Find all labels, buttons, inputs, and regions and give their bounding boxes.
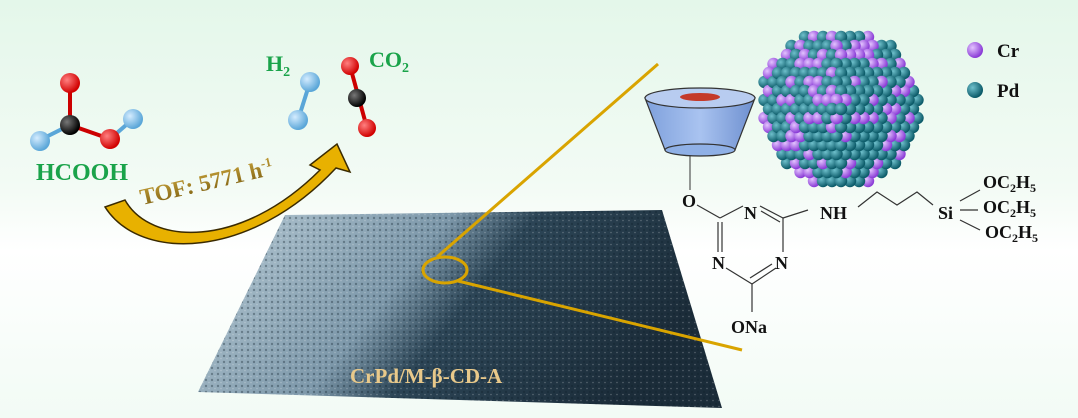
legend: Cr Pd — [967, 41, 1020, 102]
h2-molecule — [288, 72, 320, 130]
atom — [834, 102, 848, 116]
cyclodextrin-icon — [644, 87, 756, 190]
linker-structure: O N N N ONa NH Si OC2H5 OC2H5 OC2H5 — [682, 172, 1038, 337]
crpd-nanoparticle — [758, 30, 924, 188]
atom-ona: ONa — [731, 317, 767, 337]
legend-cr-marker — [967, 42, 983, 58]
atom-n: N — [775, 253, 788, 273]
h2-label: H2 — [266, 51, 290, 80]
legend-pd-label: Pd — [997, 81, 1020, 102]
atom-nh: NH — [820, 203, 847, 223]
atom-n: N — [744, 203, 757, 223]
legend-pd-marker — [967, 82, 983, 98]
tof-label: TOF: 5771 h-1 — [137, 154, 275, 210]
atom-si: Si — [938, 203, 953, 223]
hcooh-label: HCOOH — [36, 160, 128, 186]
ethoxy-1: OC2H5 — [983, 172, 1036, 195]
atom-n: N — [712, 253, 725, 273]
tem-image: CrPd/M-β-CD-A — [198, 210, 722, 408]
legend-cr-label: Cr — [997, 41, 1020, 62]
atom — [825, 102, 839, 116]
ethoxy-3: OC2H5 — [985, 222, 1038, 245]
structure-bonds — [696, 189, 981, 312]
co2-molecule — [341, 57, 376, 137]
zoom-callout — [421, 62, 743, 352]
atom-o: O — [682, 191, 696, 211]
hcooh-molecule — [30, 73, 143, 151]
catalyst-label: CrPd/M-β-CD-A — [350, 364, 503, 388]
ethoxy-2: OC2H5 — [983, 197, 1036, 220]
reaction-arrow — [103, 142, 352, 245]
co2-label: CO2 — [369, 47, 409, 76]
